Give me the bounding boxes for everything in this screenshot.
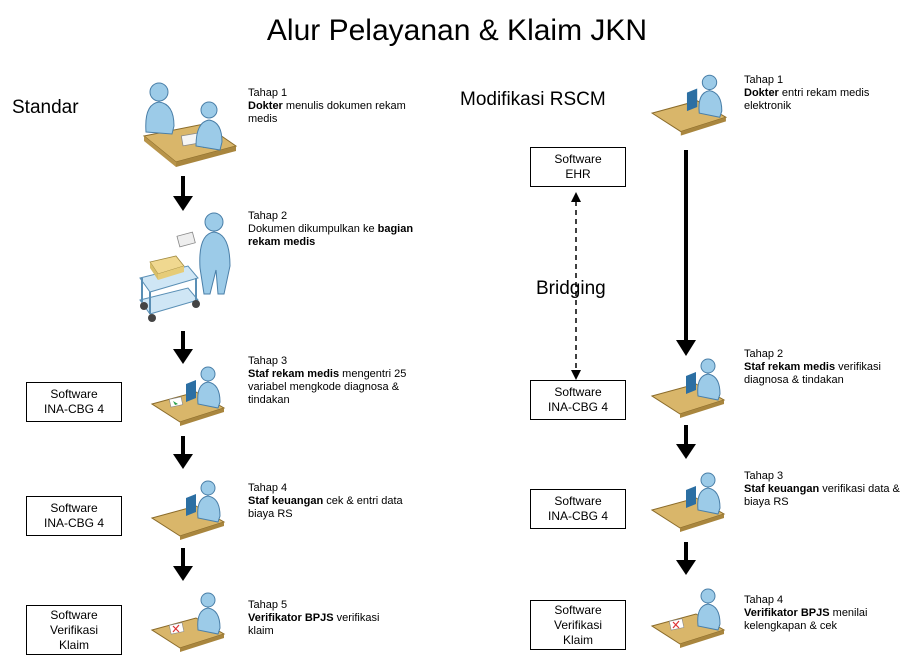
step-header: Tahap 4 <box>744 594 784 606</box>
doctor-computer-icon <box>650 74 728 136</box>
standard-step-5-text: Tahap 5 Verifikator BPJS verifikasi klai… <box>248 599 408 638</box>
document-cart-icon <box>139 212 231 322</box>
standard-step-4-text: Tahap 4 Staf keuangan cek & entri data b… <box>248 482 428 521</box>
diagram-title: Alur Pelayanan & Klaim JKN <box>266 14 648 47</box>
step-header: Tahap 3 <box>744 470 784 482</box>
standard-section-label: Standar <box>12 97 79 118</box>
step-header: Tahap 5 <box>248 599 288 611</box>
step-header: Tahap 1 <box>744 74 784 86</box>
modified-step-2-text: Tahap 2 Staf rekam medis verifikasi diag… <box>744 348 904 387</box>
standard-step-2-text: Tahap 2 Dokumen dikumpulkan ke bagian re… <box>248 210 423 249</box>
modified-arrow-2 <box>676 425 696 459</box>
standard-arrow-1 <box>173 176 193 211</box>
standard-arrow-2 <box>173 331 193 364</box>
standard-arrow-4 <box>173 548 193 581</box>
bridging-arrow <box>571 192 581 380</box>
modified-step-4-text: Tahap 4 Verifikator BPJS menilai kelengk… <box>744 594 910 633</box>
modified-section-label: Modifikasi RSCM <box>460 89 606 110</box>
step-header: Tahap 1 <box>248 87 288 99</box>
standard-step-1-text: Tahap 1 Dokter menulis dokumen rekam med… <box>248 87 418 126</box>
staff-computer-icon <box>150 480 226 540</box>
standard-arrow-3 <box>173 436 193 469</box>
staff-computer-icon <box>650 472 726 532</box>
modified-arrow-3 <box>676 542 696 575</box>
step-header: Tahap 3 <box>248 355 288 367</box>
staff-computer-icon <box>150 366 226 426</box>
step-header: Tahap 2 <box>248 210 288 222</box>
bridging-label: Bridging <box>536 278 606 299</box>
standard-step-3-text: Tahap 3 Staf rekam medis mengentri 25 va… <box>248 355 407 406</box>
staff-computer-icon <box>650 358 726 418</box>
step-header: Tahap 4 <box>248 482 288 494</box>
modified-step-1-text: Tahap 1 Dokter entri rekam medis elektro… <box>744 74 904 113</box>
verifier-desk-icon <box>650 588 726 648</box>
doctor-consultation-icon <box>142 82 238 167</box>
modified-arrow-1 <box>676 150 696 356</box>
step-header: Tahap 2 <box>744 348 784 360</box>
modified-step-3-text: Tahap 3 Staf keuangan verifikasi data & … <box>744 470 910 509</box>
verifier-desk-icon <box>150 592 226 652</box>
